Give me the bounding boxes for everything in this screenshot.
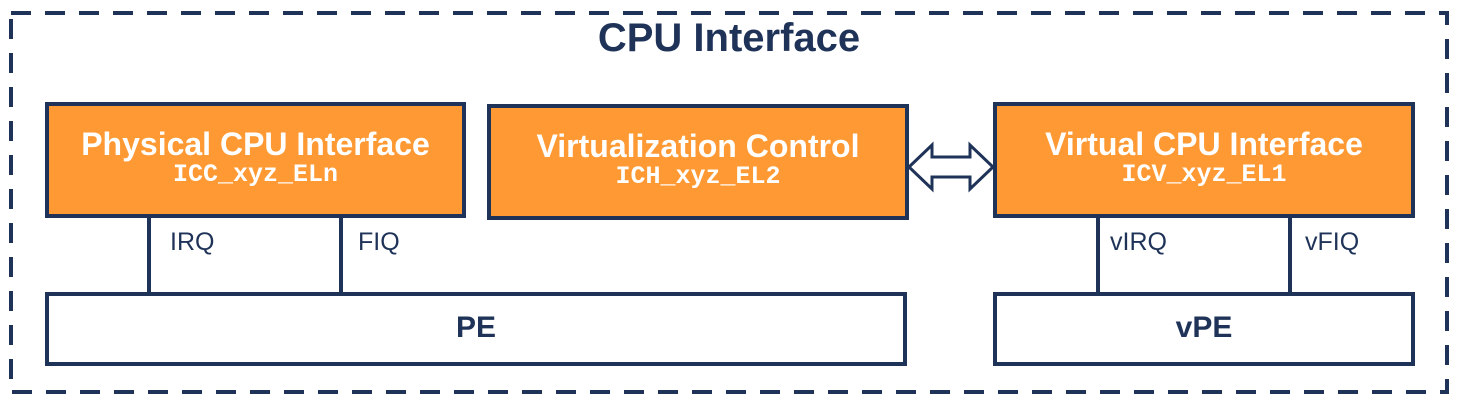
diagram-title: CPU Interface: [597, 16, 861, 60]
block-label: Virtualization Control: [536, 128, 860, 164]
vfiq-label: vFIQ: [1305, 228, 1360, 256]
fiq-label: FIQ: [358, 228, 400, 256]
pe-block: PE: [45, 292, 907, 366]
physical-cpu-interface-block: Physical CPU Interface ICC_xyz_ELn: [45, 102, 466, 218]
block-label: Physical CPU Interface: [81, 126, 430, 162]
block-registers: ICV_xyz_EL1: [1121, 160, 1287, 189]
block-registers: ICC_xyz_ELn: [172, 160, 339, 189]
virq-line: [1096, 216, 1100, 294]
block-label: Virtual CPU Interface: [1045, 126, 1363, 162]
block-registers: ICH_xyz_EL2: [615, 162, 781, 191]
bidirectional-arrow-icon: [906, 141, 996, 193]
virtual-cpu-interface-block: Virtual CPU Interface ICV_xyz_EL1: [993, 102, 1415, 218]
irq-label: IRQ: [170, 228, 215, 256]
virq-label: vIRQ: [1110, 228, 1167, 256]
irq-line: [147, 216, 151, 294]
vfiq-line: [1288, 216, 1292, 294]
virtualization-control-block: Virtualization Control ICH_xyz_EL2: [487, 104, 909, 220]
vpe-block: vPE: [993, 292, 1415, 366]
fiq-line: [339, 216, 343, 294]
